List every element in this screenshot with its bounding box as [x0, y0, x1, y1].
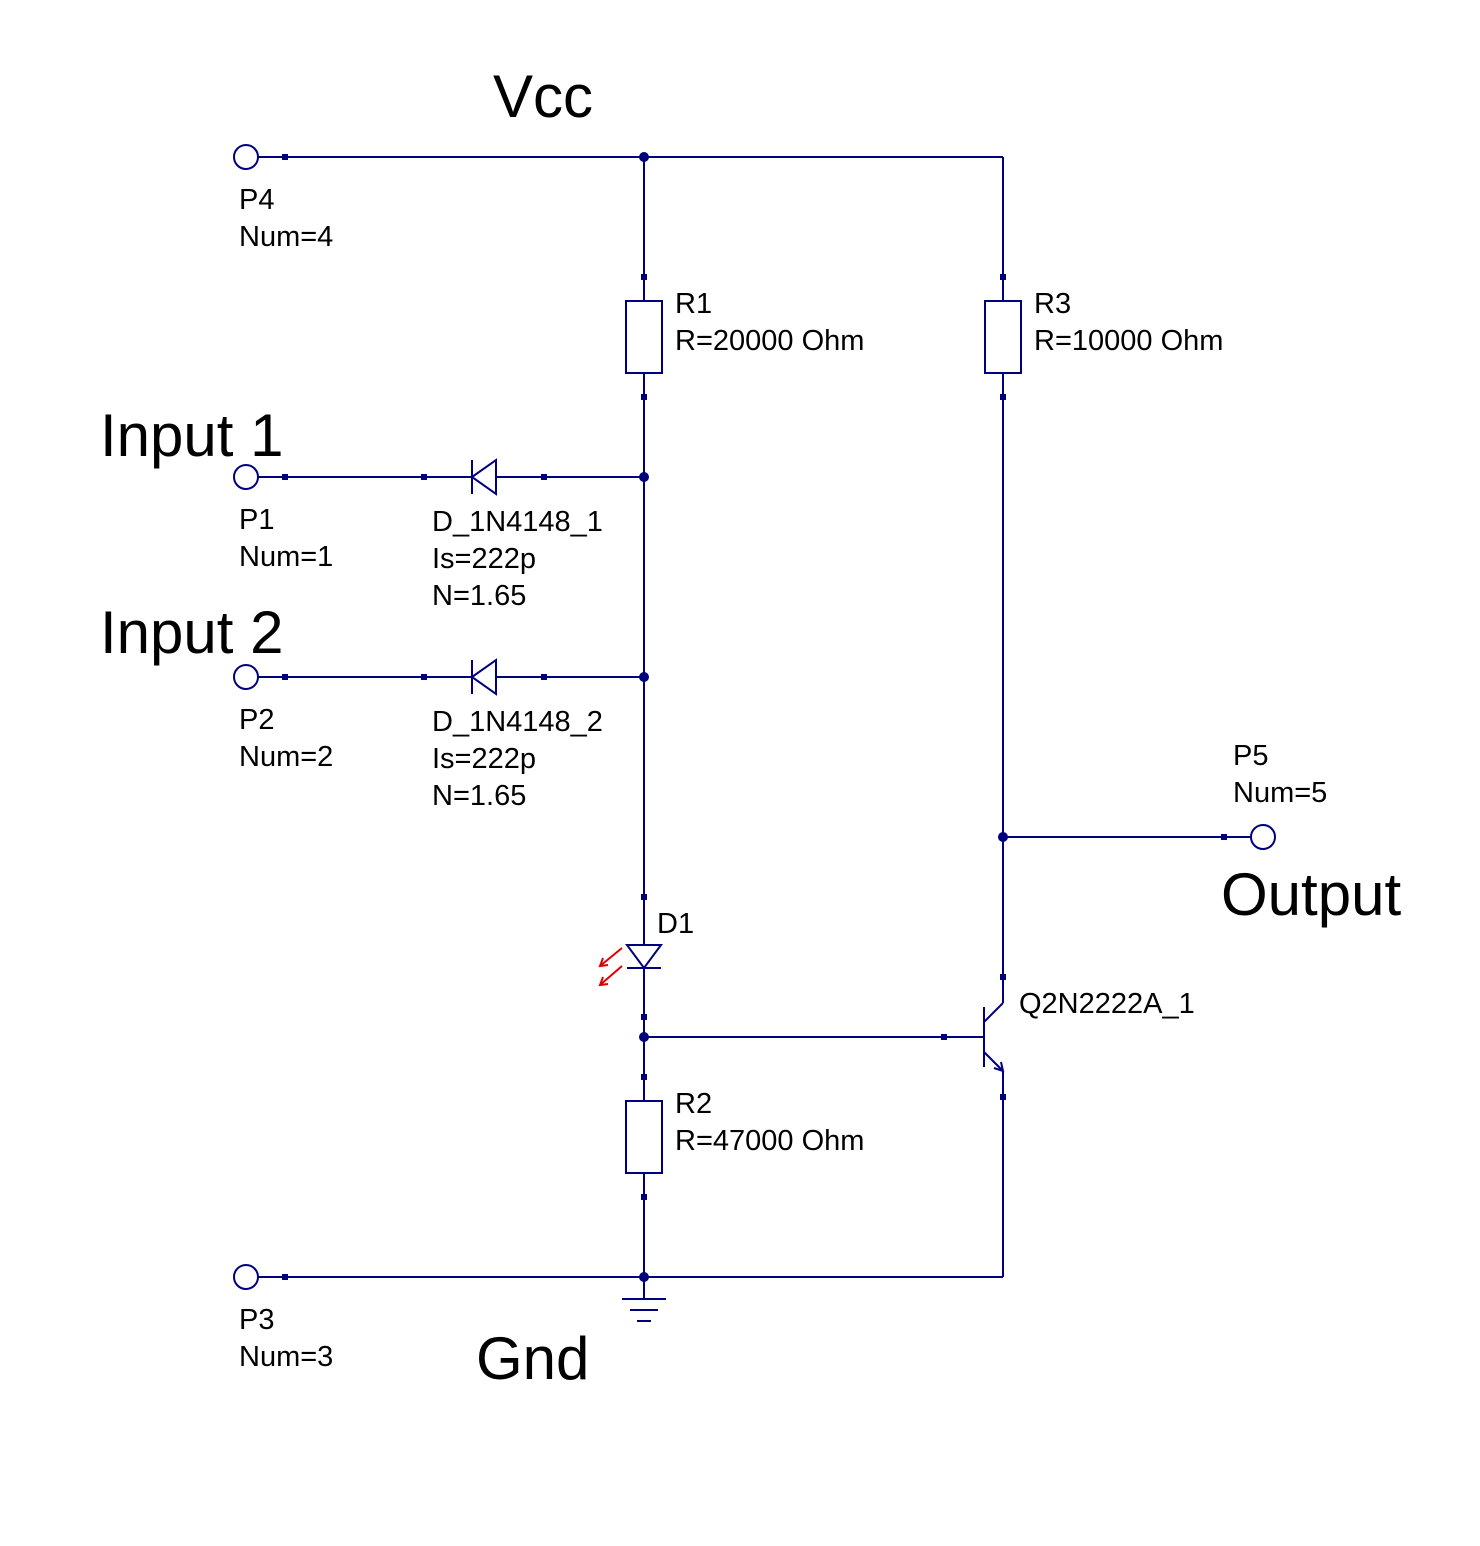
r1-name: R1: [675, 288, 712, 320]
net-label-vcc: Vcc: [493, 63, 593, 130]
port-p4-terminal[interactable]: [233, 144, 259, 170]
junction-input2: [639, 672, 649, 682]
junction-input1: [639, 472, 649, 482]
port-p4-name: P4: [239, 184, 274, 216]
port-p5-num: Num=5: [1233, 777, 1327, 809]
r1-value: R=20000 Ohm: [675, 325, 864, 357]
junction-base: [639, 1032, 649, 1042]
port-p2-terminal[interactable]: [233, 664, 259, 690]
port-p1: [233, 464, 288, 490]
diode1-n: N=1.65: [432, 580, 526, 612]
port-p1-terminal[interactable]: [233, 464, 259, 490]
port-p2-num: Num=2: [239, 741, 333, 773]
transistor-q2n2222a-1[interactable]: [941, 974, 1006, 1100]
diode2-is: Is=222p: [432, 743, 536, 775]
junction-output: [998, 832, 1008, 842]
led-d1-name: D1: [657, 908, 694, 940]
port-p4-num: Num=4: [239, 221, 333, 253]
resistor-r1[interactable]: [625, 274, 663, 400]
net-label-input2: Input 2: [100, 599, 284, 666]
port-p1-name: P1: [239, 504, 274, 536]
diode-d-1n4148-1[interactable]: [421, 458, 547, 496]
transistor-name: Q2N2222A_1: [1019, 988, 1195, 1020]
diode-d-1n4148-2[interactable]: [421, 658, 547, 696]
diode2-name: D_1N4148_2: [432, 706, 603, 738]
port-p4: [233, 144, 288, 170]
diode1-is: Is=222p: [432, 543, 536, 575]
resistor-r3[interactable]: [984, 274, 1022, 400]
port-p5: [1221, 824, 1276, 850]
ground-icon: [622, 1277, 666, 1322]
r3-name: R3: [1034, 288, 1071, 320]
net-label-output: Output: [1221, 861, 1401, 928]
port-p3-terminal[interactable]: [233, 1264, 259, 1290]
r2-name: R2: [675, 1088, 712, 1120]
junctions: [639, 152, 1008, 1282]
light-emission-arrows-icon: [598, 947, 623, 987]
junction-vcc: [639, 152, 649, 162]
port-p3: [233, 1264, 288, 1290]
diode2-n: N=1.65: [432, 780, 526, 812]
net-label-gnd: Gnd: [476, 1325, 589, 1392]
r2-value: R=47000 Ohm: [675, 1125, 864, 1157]
port-p3-name: P3: [239, 1304, 274, 1336]
port-p2: [233, 664, 288, 690]
led-d1[interactable]: [598, 894, 663, 1020]
net-label-input1: Input 1: [100, 402, 284, 469]
junction-gnd: [639, 1272, 649, 1282]
port-p2-name: P2: [239, 704, 274, 736]
resistor-r2[interactable]: [625, 1074, 663, 1200]
r3-value: R=10000 Ohm: [1034, 325, 1223, 357]
diode1-name: D_1N4148_1: [432, 506, 603, 538]
port-p3-num: Num=3: [239, 1341, 333, 1373]
port-p1-num: Num=1: [239, 541, 333, 573]
port-p5-name: P5: [1233, 740, 1268, 772]
port-p5-terminal[interactable]: [1250, 824, 1276, 850]
